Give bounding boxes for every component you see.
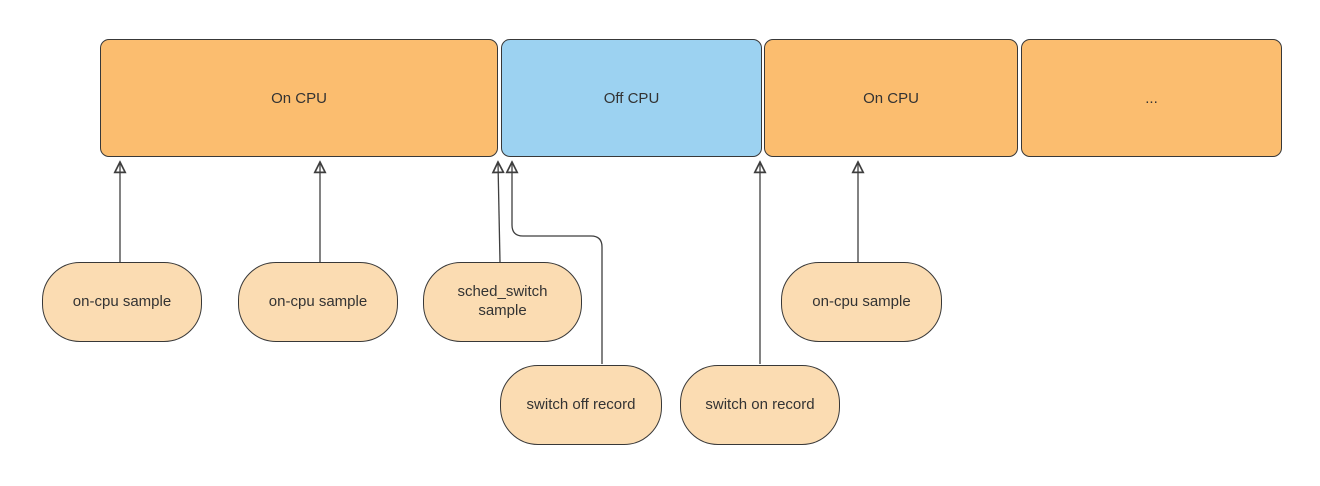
event-label: sched_switch sample: [457, 283, 548, 319]
event-switch-off-record: switch off record: [500, 365, 662, 445]
event-sched-switch-sample: sched_switch sample: [423, 262, 582, 342]
event-label: switch on record: [705, 395, 815, 413]
segment-label: On CPU: [271, 89, 327, 107]
timeline-segment-on-cpu-2: On CPU: [764, 39, 1018, 157]
event-label: switch off record: [526, 395, 636, 413]
timeline-segment-ellipsis: ...: [1021, 39, 1282, 157]
segment-label: Off CPU: [603, 89, 660, 107]
segment-label: On CPU: [863, 89, 919, 107]
event-label: on-cpu sample: [812, 292, 911, 310]
event-on-cpu-sample-2: on-cpu sample: [238, 262, 398, 342]
event-label: on-cpu sample: [268, 292, 368, 310]
arrow-sched-switch-sample: [498, 163, 500, 263]
event-on-cpu-sample-1: on-cpu sample: [42, 262, 202, 342]
timeline-segment-off-cpu: Off CPU: [501, 39, 762, 157]
timeline-segment-on-cpu-1: On CPU: [100, 39, 498, 157]
event-switch-on-record: switch on record: [680, 365, 840, 445]
segment-label: ...: [1145, 89, 1158, 107]
event-on-cpu-sample-3: on-cpu sample: [781, 262, 942, 342]
event-label: on-cpu sample: [72, 292, 172, 310]
